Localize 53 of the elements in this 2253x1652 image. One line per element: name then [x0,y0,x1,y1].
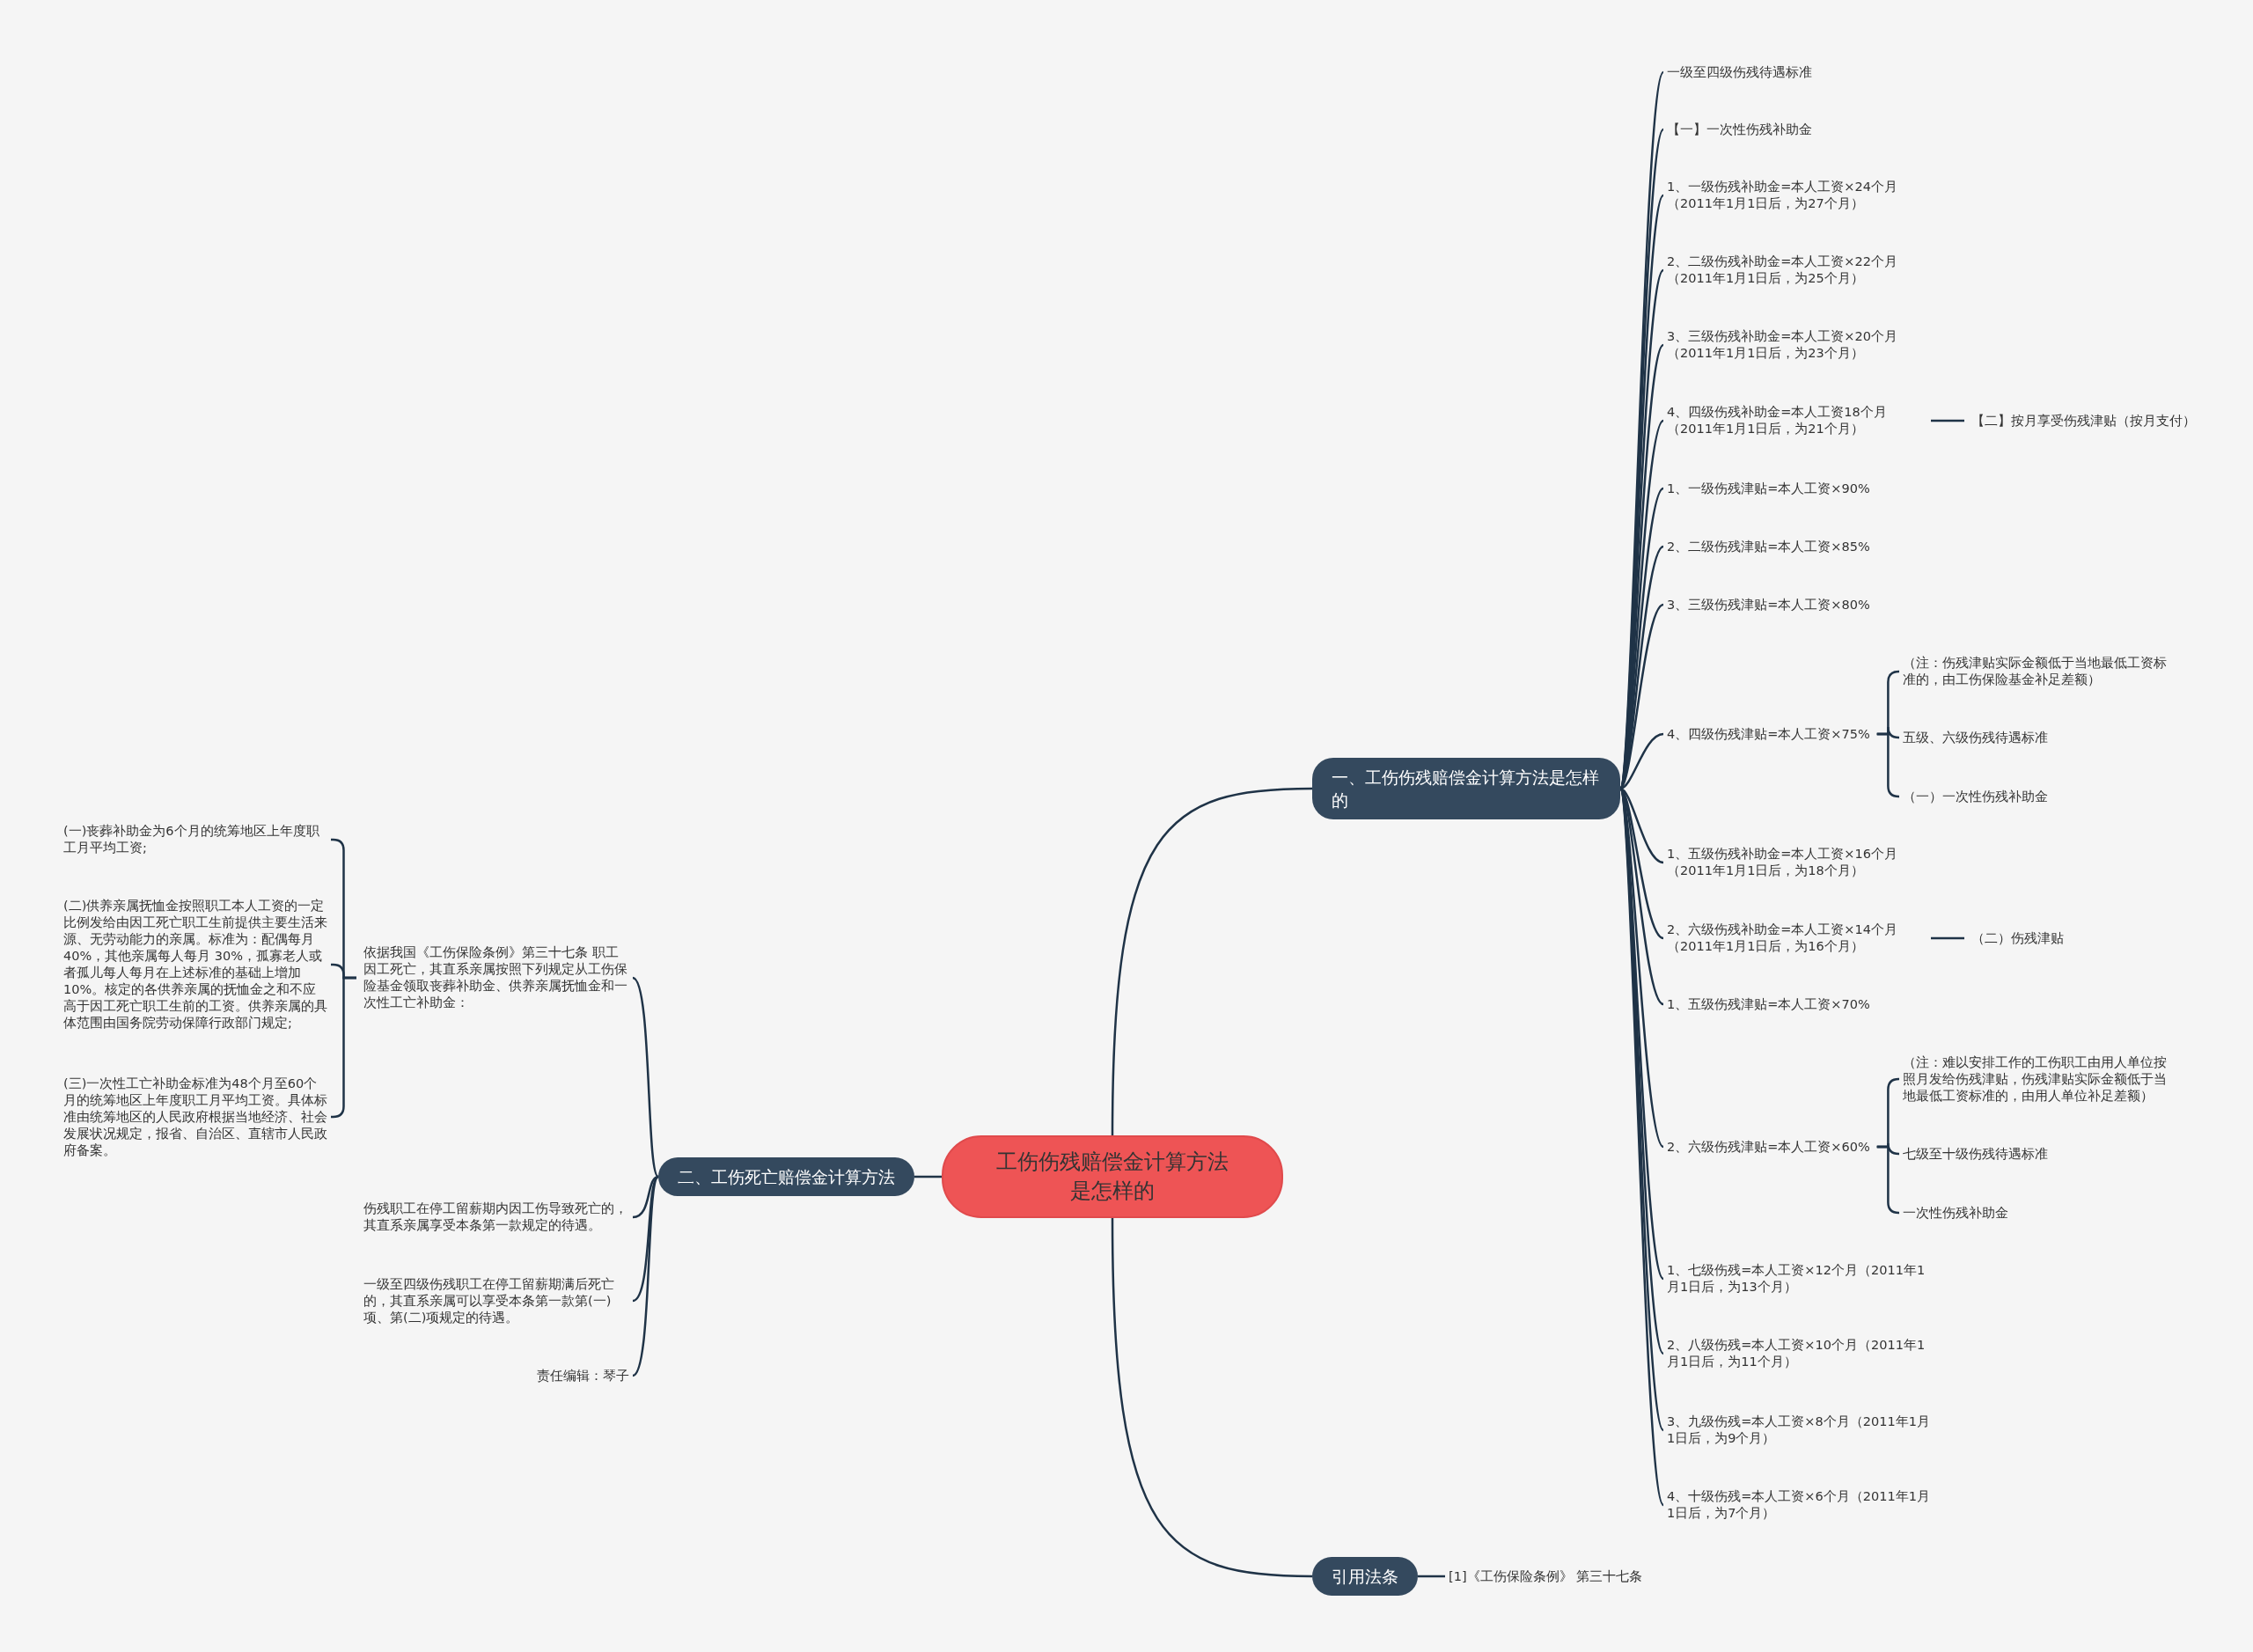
topic-text: 一级至四级伤残待遇标准 [1667,63,1812,81]
topic-text: 2、八级伤残=本人工资×10个月（2011年1月1日后，为11个月） [1667,1337,1931,1370]
topic-text: 2、六级伤残补助金=本人工资×14个月（2011年1月1日后，为16个月） [1667,921,1931,955]
topic-text: （注：伤残津贴实际金额低于当地最低工资标准的，由工伤保险基金补足差额） [1903,655,2167,688]
branch-topic: 引用法条 [1312,1557,1418,1596]
topic-text: （一）一次性伤残补助金 [1903,788,2048,805]
topic-text: 4、四级伤残补助金=本人工资18个月（2011年1月1日后，为21个月） [1667,404,1931,437]
topic-text: 4、十级伤残=本人工资×6个月（2011年1月1日后，为7个月） [1667,1488,1931,1522]
topic-text: 1、一级伤残津贴=本人工资×90% [1667,480,1870,497]
topic-text: 依据我国《工伤保险条例》第三十七条 职工因工死亡，其直系亲属按照下列规定从工伤保险基金领取丧葬补助金、供养亲属抚恤金和一次性工亡补助金： [363,944,629,1011]
topic-text: 1、七级伤残=本人工资×12个月（2011年1月1日后，为13个月） [1667,1262,1931,1296]
topic-text: [1]《工伤保险条例》 第三十七条 [1449,1568,1643,1585]
connector-line [1619,732,1664,790]
topic-text: 3、三级伤残津贴=本人工资×80% [1667,596,1870,613]
topic-text: 一次性伤残补助金 [1903,1204,2008,1222]
topic-text: 七级至十级伤残待遇标准 [1903,1145,2048,1163]
topic-text: 【一】一次性伤残补助金 [1667,121,1812,138]
branch-topic: 二、工伤死亡赔偿金计算方法 [658,1157,914,1196]
topic-text: 【二】按月享受伤残津贴（按月支付） [1971,412,2196,430]
connector-line [1876,1145,1900,1215]
topic-text: (三)一次性工亡补助金标准为48个月至60个月的统筹地区上年度职工月平均工资。具体标准由统筹地区的人民政府根据当地经济、社会发展状况规定，报省、自治区、直辖市人民政府备案。 [63,1075,327,1159]
branch-topic: 一、工伤伤残赔偿金计算方法是怎样的 [1312,758,1620,819]
topic-text: 责任编辑：琴子 [537,1367,629,1384]
topic-text: (二)供养亲属抚恤金按照职工本人工资的一定比例发给由因工死亡职工生前提供主要生活来源、无劳动能力的亲属。标准为：配偶每月40%，其他亲属每人每月 30%，孤寡老人或者孤儿每人每月在上述标准的基础上增加10%。核定的各供养亲属的抚恤金之和不应高于因工死亡职工生前的工资。供养亲属的具体范围由国务院劳动保障行政部门规定; [63,898,327,1032]
topic-text: 一级至四级伤残职工在停工留薪期满后死亡的，其直系亲属可以享受本条第一款第(一)项、第(二)项规定的待遇。 [363,1275,629,1326]
topic-text: （二）伤残津贴 [1971,929,2064,947]
connector-line [1931,936,1964,940]
topic-text: 1、一级伤残补助金=本人工资×24个月（2011年1月1日后，为27个月） [1667,179,1931,212]
connector-line [1418,1575,1445,1578]
topic-text: 3、九级伤残=本人工资×8个月（2011年1月1日后，为9个月） [1667,1413,1931,1447]
topic-text: 2、二级伤残津贴=本人工资×85% [1667,538,1870,555]
topic-text: 伤残职工在停工留薪期内因工伤导致死亡的，其直系亲属享受本条第一款规定的待遇。 [363,1200,629,1234]
connector-line [1111,787,1313,1136]
central-topic: 工伤伤残赔偿金计算方法是怎样的 [942,1135,1283,1218]
connector-line [331,976,356,1119]
topic-text: 4、四级伤残津贴=本人工资×75% [1667,725,1870,743]
topic-text: （注：难以安排工作的工伤职工由用人单位按照月发给伤残津贴，伤残津贴实际金额低于当地最低工资标准的，由用人单位补足差额） [1903,1054,2167,1105]
connector-line [914,1175,942,1178]
topic-text: 1、五级伤残津贴=本人工资×70% [1667,995,1870,1013]
connector-line [1111,1218,1313,1578]
topic-text: (一)丧葬补助金为6个月的统筹地区上年度职工月平均工资; [63,823,327,856]
connector-line [632,977,660,1178]
connector-line [1619,787,1664,864]
connector-line [632,1175,659,1219]
topic-text: 2、二级伤残补助金=本人工资×22个月（2011年1月1日后，为25个月） [1667,253,1931,287]
topic-text: 五级、六级伤残待遇标准 [1903,729,2048,746]
connector-line [632,1176,659,1303]
topic-text: 2、六级伤残津贴=本人工资×60% [1667,1138,1870,1156]
topic-text: 1、五级伤残补助金=本人工资×16个月（2011年1月1日后，为18个月） [1667,846,1931,879]
connector-line [1931,419,1964,422]
topic-text: 3、三级伤残补助金=本人工资×20个月（2011年1月1日后，为23个月） [1667,328,1931,362]
connector-line [1876,732,1900,798]
connector-line [632,1176,660,1377]
